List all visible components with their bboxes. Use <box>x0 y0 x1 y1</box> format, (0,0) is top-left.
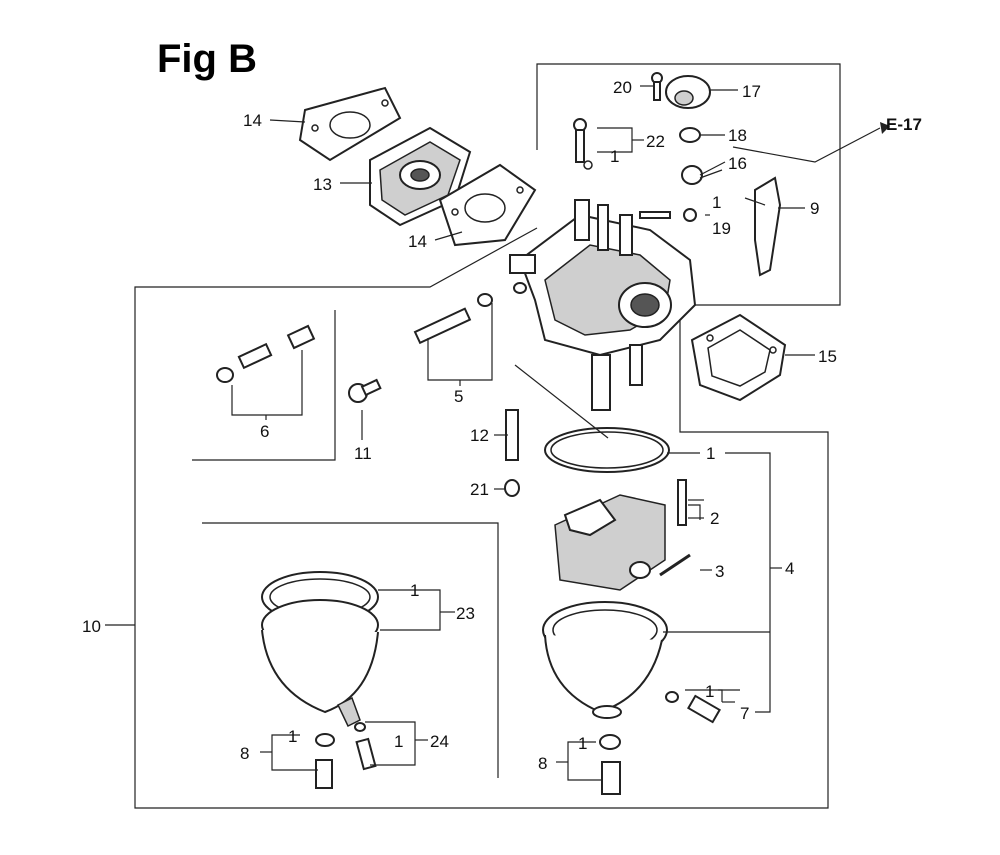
carburetor-body <box>509 199 697 411</box>
callout-17: 17 <box>742 82 761 101</box>
drain-screw-8-left <box>315 733 335 789</box>
screw-set-5 <box>413 282 527 345</box>
clip-16 <box>681 165 723 185</box>
callout-14-lower: 14 <box>408 232 427 251</box>
figure-title: Fig B <box>157 37 257 81</box>
callout-4: 4 <box>785 559 794 578</box>
float-pin-3 <box>659 553 691 577</box>
screw-22 <box>573 118 593 170</box>
screw-set-24 <box>354 722 377 771</box>
bowl-gasket-ring <box>544 427 670 473</box>
callout-1-24: 1 <box>394 732 403 751</box>
callout-22: 22 <box>646 132 665 151</box>
gasket-15 <box>690 313 787 402</box>
callout-1-screw7: 1 <box>705 682 714 701</box>
float-bowl-left <box>261 571 379 728</box>
callout-7: 7 <box>740 704 749 723</box>
screw-7 <box>665 691 721 724</box>
callout-1-screw: 1 <box>610 147 619 166</box>
callout-3: 3 <box>715 562 724 581</box>
callout-8-left: 8 <box>240 744 249 763</box>
jet-21 <box>504 479 520 497</box>
callout-1-bowl: 1 <box>410 581 419 600</box>
pin-19 <box>639 208 697 222</box>
screw-set-6 <box>216 324 316 383</box>
callout-21: 21 <box>470 480 489 499</box>
screw-11 <box>348 378 382 403</box>
gasket-14-upper <box>298 86 402 162</box>
callout-1-pin: 1 <box>712 193 721 212</box>
screw-20 <box>651 72 663 101</box>
callout-8-right: 8 <box>538 754 547 773</box>
drain-screw-8-right <box>599 734 621 795</box>
callout-9: 9 <box>810 199 819 218</box>
callout-14-upper: 14 <box>243 111 262 130</box>
float-needle-2 <box>677 479 687 526</box>
callout-2: 2 <box>710 509 719 528</box>
callout-12: 12 <box>470 426 489 445</box>
leader-lines <box>105 85 890 781</box>
callout-11: 11 <box>354 444 372 463</box>
lever-9 <box>744 176 782 277</box>
callout-10: 10 <box>82 617 101 636</box>
float <box>554 494 666 591</box>
callout-13: 13 <box>313 175 332 194</box>
callout-19: 19 <box>712 219 731 238</box>
callout-24: 24 <box>430 732 449 751</box>
washer-18 <box>679 127 701 143</box>
callout-1-drain-right: 1 <box>578 734 587 753</box>
reference-e17: E-17 <box>886 115 922 134</box>
callout-labels: 14 13 14 20 17 22 1 18 16 1 19 9 E-17 15… <box>82 78 922 773</box>
float-bowl-right <box>542 601 668 719</box>
cap-17 <box>665 75 711 109</box>
callout-16: 16 <box>728 154 747 173</box>
insulator-13 <box>369 126 472 227</box>
callout-1-drain-left: 1 <box>288 727 297 746</box>
callout-6: 6 <box>260 422 269 441</box>
callout-15: 15 <box>818 347 837 366</box>
gasket-14-lower <box>438 163 537 247</box>
callout-18: 18 <box>728 126 747 145</box>
callout-5: 5 <box>454 387 463 406</box>
callout-20: 20 <box>613 78 632 97</box>
callout-1-ring: 1 <box>706 444 715 463</box>
callout-23: 23 <box>456 604 475 623</box>
group-boundaries <box>134 63 841 809</box>
